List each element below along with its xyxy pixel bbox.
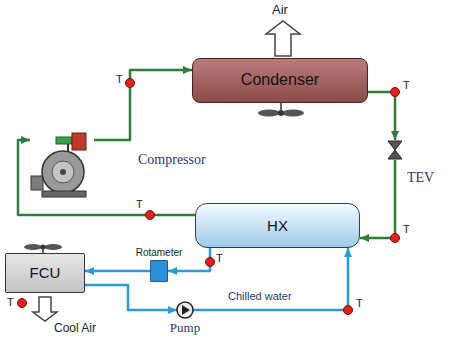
temperature-tag: T: [116, 73, 123, 86]
node-label: Rotameter: [136, 247, 183, 259]
water-pipe: [85, 285, 177, 310]
condenser-box: Condenser: [192, 58, 368, 103]
rotameter-box: Rotameter: [150, 260, 168, 282]
node-label: Pump: [170, 321, 200, 335]
temperature-tag: T: [7, 296, 14, 309]
expansion-valve: TEV: [387, 140, 403, 160]
node-label: FCU: [30, 264, 61, 281]
water-pipe: [193, 248, 348, 310]
node-label: TEV: [407, 170, 434, 186]
pump-symbol: [177, 302, 193, 318]
temperature-tag: T: [403, 223, 410, 236]
temperature-tag: T: [216, 252, 223, 265]
refrigerant-line: [18, 140, 195, 215]
condenser-fan: [258, 103, 304, 117]
compressor-unit: Compressor: [30, 132, 94, 198]
refrigerant-line: [94, 70, 192, 140]
flow-label: Cool Air: [54, 322, 96, 336]
temperature-tag: T: [136, 198, 143, 211]
expansion-valve-symbol: [388, 141, 402, 159]
compressor-symbol: [31, 133, 86, 197]
refrigerant-line: [368, 92, 395, 140]
refrigerant-line: [360, 160, 395, 238]
fcu-fan: [24, 244, 62, 253]
node-label: Condenser: [241, 71, 319, 89]
water-pipe: [85, 270, 150, 273]
node-label: HX: [267, 217, 288, 234]
cool-air-arrow: [33, 297, 57, 321]
fan-coil-unit-box: FCU: [5, 253, 85, 293]
air-label: Air: [272, 3, 288, 18]
node-label: Compressor: [138, 152, 206, 168]
temperature-tag: T: [403, 79, 410, 92]
temperature-tag: T: [356, 297, 363, 310]
heat-exchanger-box: HX: [195, 203, 360, 248]
pump: Pump: [177, 302, 193, 318]
flow-label: Chilled water: [228, 290, 292, 303]
air-out-arrow: [266, 21, 300, 56]
